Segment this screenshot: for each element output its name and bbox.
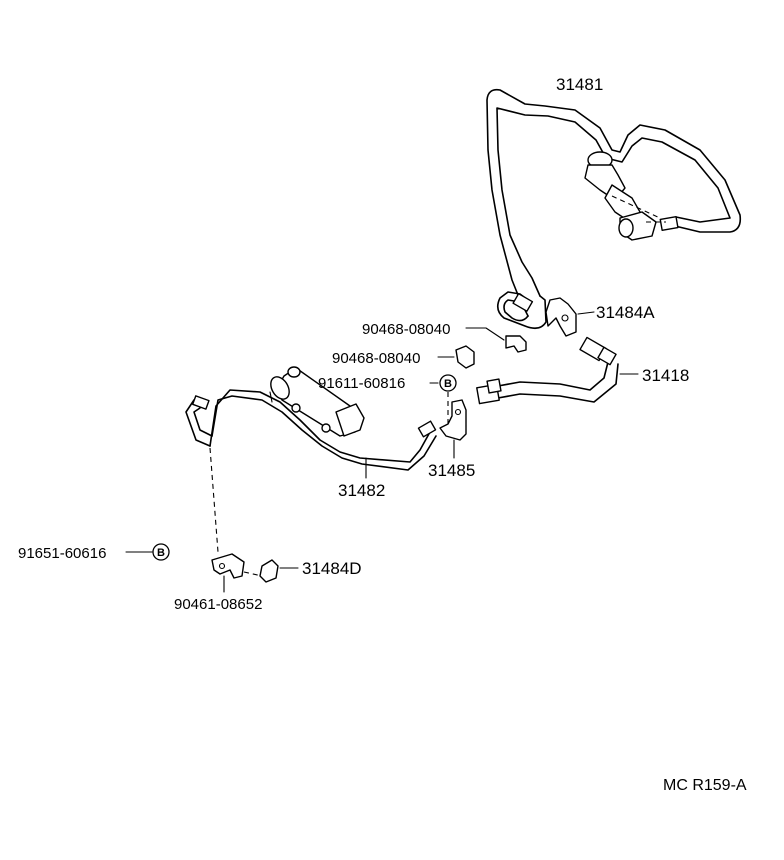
label-31481: 31481	[556, 75, 603, 94]
reference-code: MC R159-A	[663, 777, 747, 794]
b-marker-lower: B	[125, 543, 170, 561]
clip-90468-lower[interactable]	[437, 345, 475, 369]
label-91651: 91651-60616	[18, 545, 106, 562]
pipe-31481[interactable]	[486, 88, 742, 330]
b-marker-lower-text: B	[157, 547, 165, 559]
bracket-31485[interactable]	[439, 399, 467, 459]
label-31485: 31485	[428, 461, 475, 480]
label-31484A: 31484A	[596, 303, 655, 322]
label-31482: 31482	[338, 481, 385, 500]
clip-90468-upper[interactable]	[465, 327, 527, 353]
label-90461: 90461-08652	[174, 596, 262, 613]
dashed-link-lower	[209, 447, 219, 553]
label-90468-upper: 90468-08040	[362, 321, 450, 338]
clamp-90461[interactable]	[211, 553, 263, 593]
bracket-31484D[interactable]	[259, 559, 299, 583]
label-90468-lower: 90468-08040	[332, 350, 420, 367]
label-31484D: 31484D	[302, 559, 362, 578]
bracket-31484A[interactable]	[545, 297, 595, 337]
label-91611: 91611-60816	[318, 375, 405, 392]
b-marker-upper-text: B	[444, 378, 452, 390]
clutch-master-cylinder[interactable]	[584, 151, 666, 241]
clutch-release-cylinder[interactable]	[267, 366, 365, 437]
label-31418: 31418	[642, 366, 689, 385]
hose-31418[interactable]	[476, 336, 639, 405]
pipe-31482[interactable]	[185, 389, 437, 479]
